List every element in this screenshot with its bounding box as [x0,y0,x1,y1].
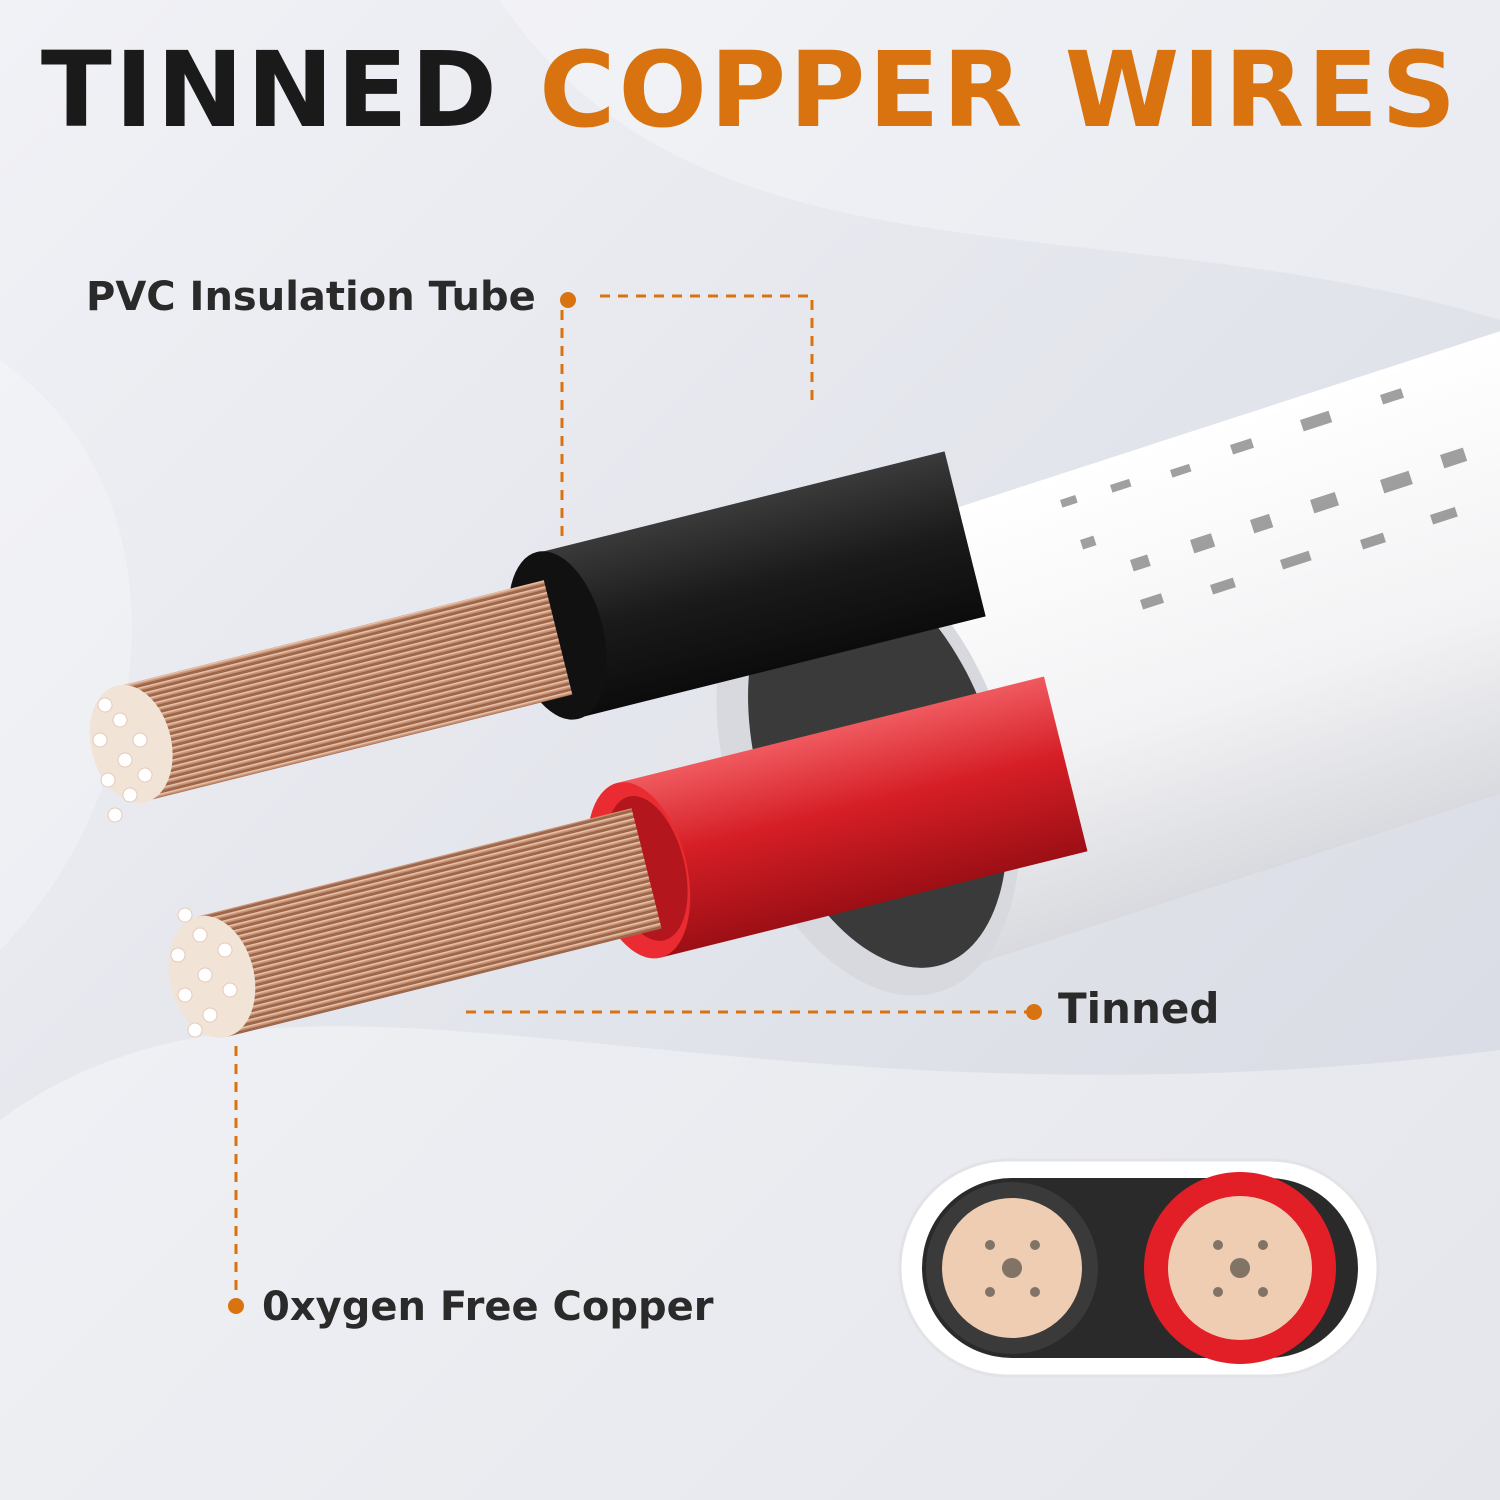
background-swoosh [0,1026,1500,1500]
page-title: TINNED COPPER WIRES [0,28,1500,153]
black-conductor [89,451,986,803]
title-word-copper-wires: COPPER WIRES [539,29,1460,151]
callout-tinned: Tinned [1058,984,1220,1033]
strand-ends [92,697,238,1038]
title-word-tinned: TINNED [40,29,500,151]
cross-section-inset [898,1158,1380,1378]
leader-dot-tinned [1026,1004,1042,1020]
jacket-print-marks [1060,388,1468,610]
leader-lines [234,294,1030,1290]
leader-dot-ofc [228,1298,244,1314]
red-conductor [168,676,1088,1038]
callout-oxygen-free-copper: 0xygen Free Copper [262,1284,714,1330]
leader-dot-pvc [560,292,576,308]
callout-pvc-insulation-tube: PVC Insulation Tube [86,274,536,320]
background-swoosh [500,0,1500,320]
background-swoosh [0,360,132,950]
